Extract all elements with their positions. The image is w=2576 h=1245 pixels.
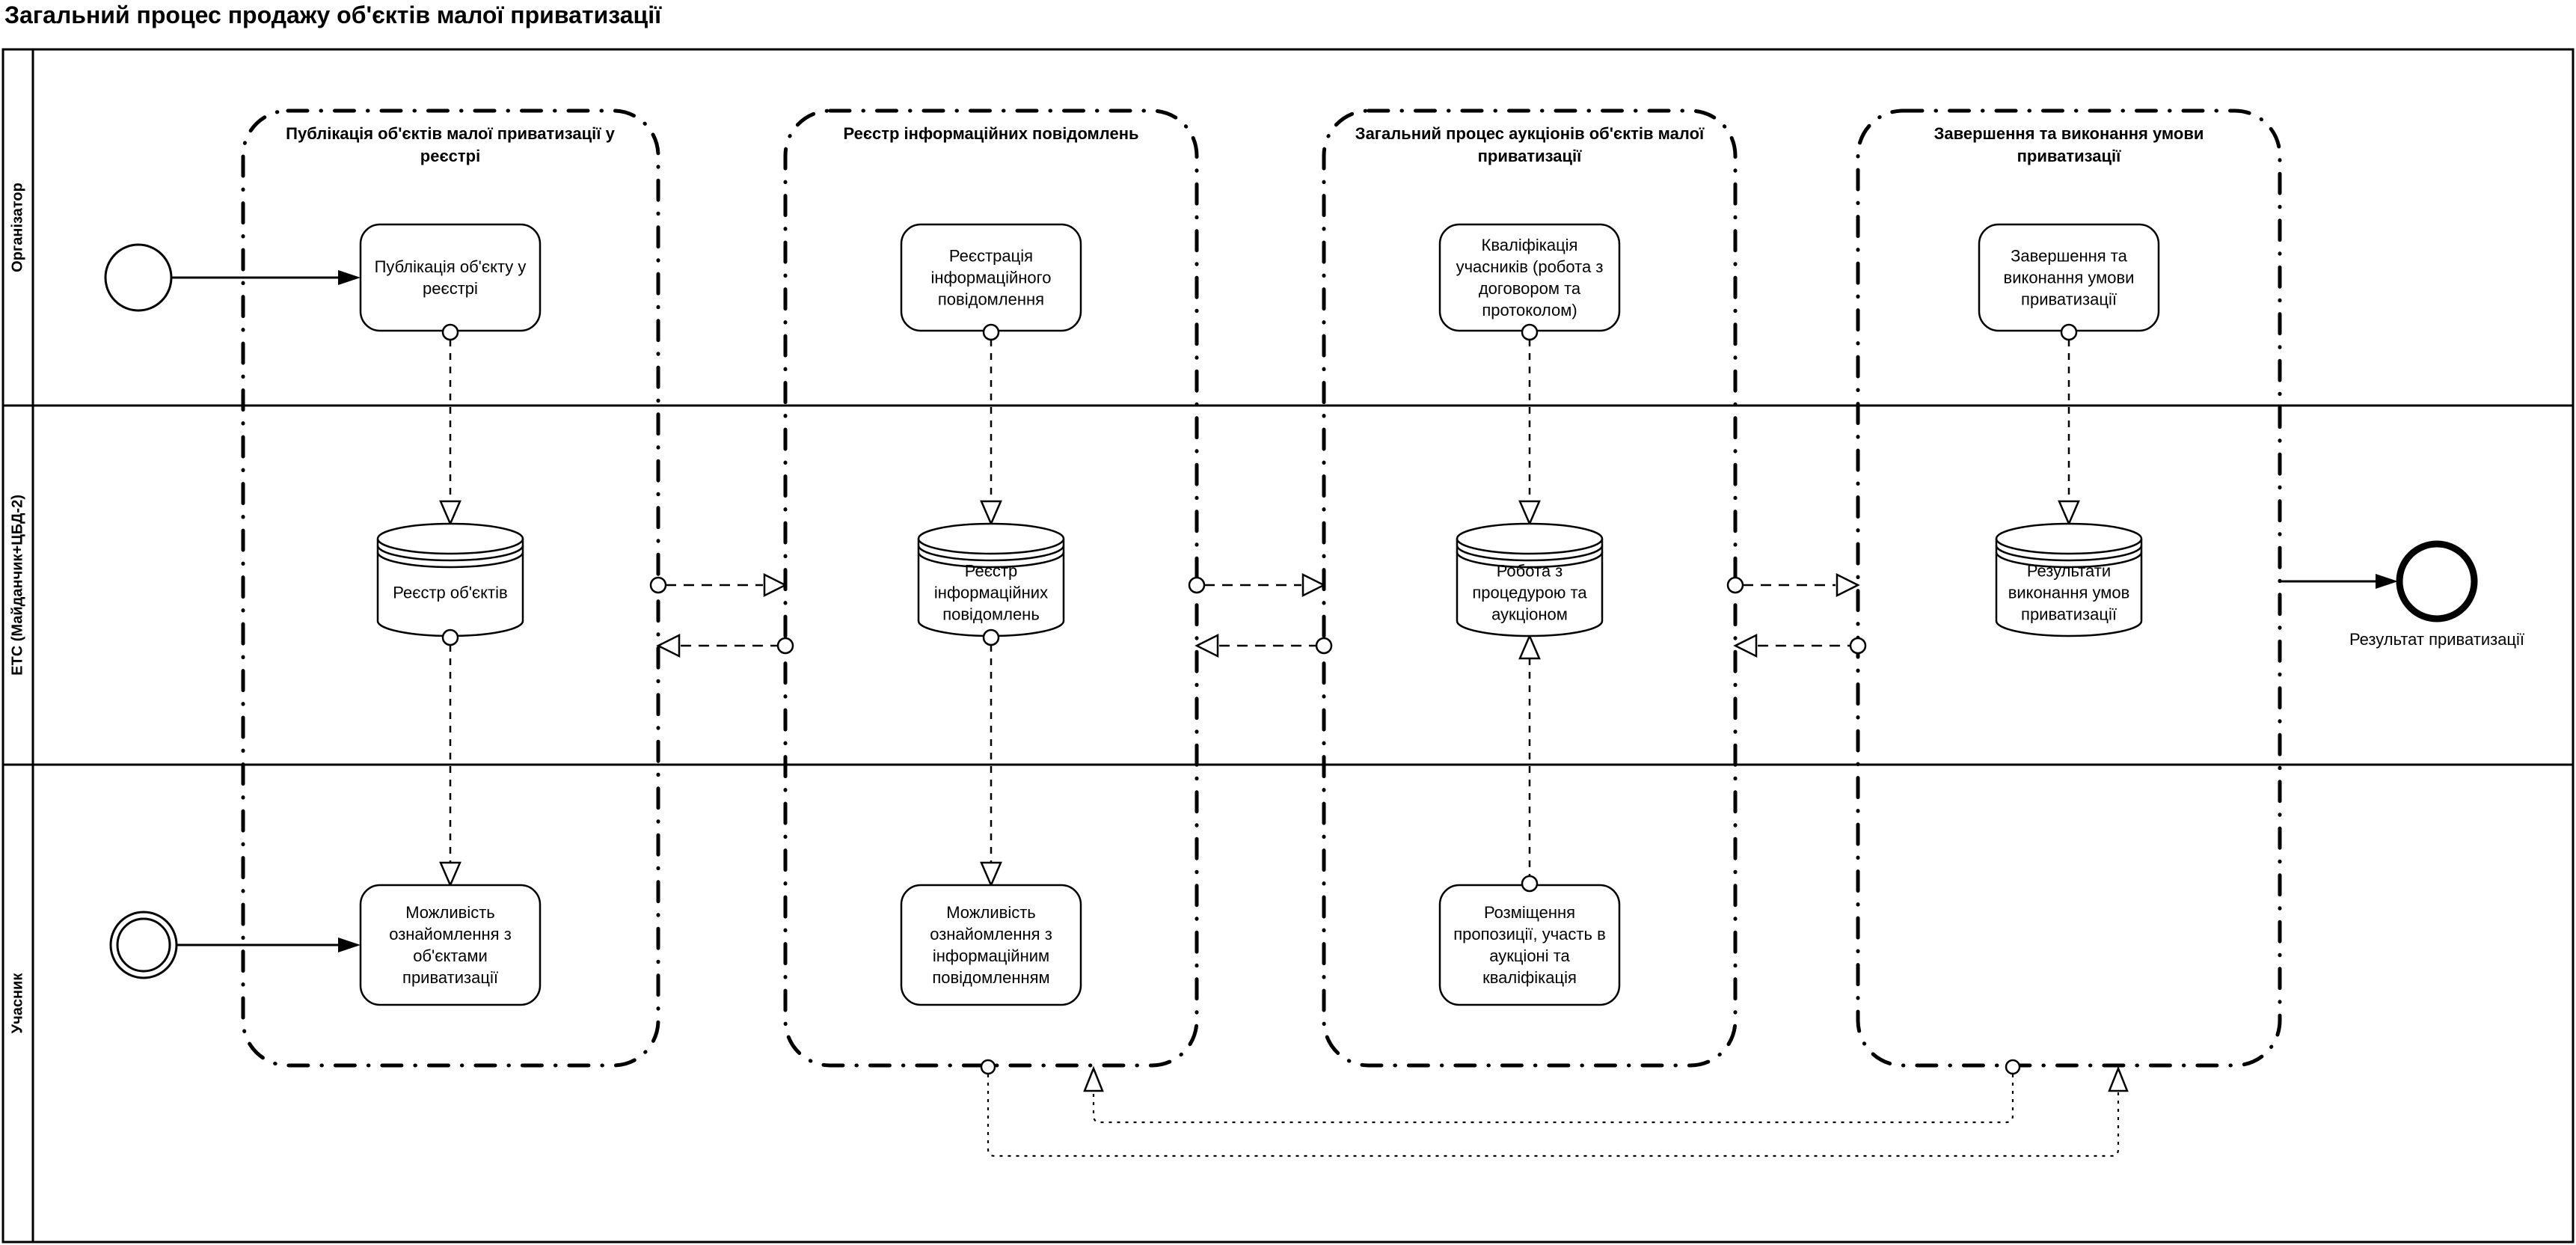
connpoint-task3-bottom <box>1521 323 1539 341</box>
pool-border <box>1 48 2575 1244</box>
task-label-completion: Завершення та виконання умови приватизац… <box>2003 246 2135 309</box>
datastore-objects-registry <box>376 522 524 637</box>
open-arrow-g2-left-upper <box>763 572 788 598</box>
open-arrow-g3-right-lower <box>1733 633 1758 658</box>
datastore-label-info: Реєстр інформаційних повідомлень <box>933 561 1049 624</box>
start-event-organizer <box>104 243 173 312</box>
open-arrow-box1-top <box>439 861 461 888</box>
connpoint-store2-bottom <box>982 628 1000 646</box>
open-arrow-store1-top <box>439 500 461 527</box>
pool-frame <box>1 48 2575 1244</box>
message-flow-g4bottom-to-g2bottom <box>1092 1074 2014 1124</box>
connpoint-g3-left-lower <box>1315 637 1333 655</box>
group-title-completion: Завершення та виконання умови приватизац… <box>1933 124 2204 165</box>
task-label-publish-object: Публікація об'єкту у реєстрі <box>374 257 527 298</box>
datastore-label-objects: Реєстр об'єктів <box>393 583 508 602</box>
connpoint-task1-bottom <box>441 323 459 341</box>
open-arrow-box2-top <box>980 861 1002 888</box>
connpoint-store1-bottom <box>441 628 459 646</box>
group-frame-completion <box>1856 108 2282 1068</box>
connpoint-g3-right-upper <box>1726 576 1744 594</box>
connpoint-g4-bottom <box>2005 1059 2021 1075</box>
end-event-label: Результат приватизації <box>2349 630 2525 649</box>
arrowhead-task1 <box>338 270 361 285</box>
connpoint-g2-bottom <box>980 1059 996 1075</box>
lane-label-participant: Учасник <box>9 973 26 1034</box>
open-arrow-g4-left-upper <box>1836 572 1860 598</box>
open-arrow-g1-right-lower <box>656 633 681 658</box>
open-arrow-g2-bottom <box>1083 1065 1104 1092</box>
lane-label-organizer: Організатор <box>9 183 26 272</box>
open-arrow-store3-top <box>1518 500 1541 527</box>
box-label-view-info: Можливість ознайомлення з інформаційним … <box>930 902 1052 988</box>
lane-label-ets: ЕТС (Майданчик+ЦБД-2) <box>9 495 26 676</box>
datastore-label-procedure: Робота з процедурою та аукціоном <box>1472 561 1587 624</box>
group-title-info-registry: Реєстр інформаційних повідомлень <box>843 124 1139 143</box>
connpoint-task4-bottom <box>2060 323 2078 341</box>
task-label-qualification: Кваліфікація учасників (робота з договор… <box>1456 235 1604 320</box>
open-arrow-store3-bottom <box>1518 633 1541 660</box>
datastore-label-results: Результати виконання умов приватизації <box>2008 561 2130 624</box>
datastore-procedure-auction <box>1456 522 1604 637</box>
datastore-privatization-results <box>1995 522 2143 637</box>
open-arrow-g3-left-upper <box>1301 572 1326 598</box>
group-frame-info-registry <box>783 108 1199 1068</box>
task-label-register-info: Реєстрація інформаційного повідомлення <box>930 246 1052 309</box>
open-arrow-g2-right-lower <box>1195 633 1219 658</box>
connpoint-task2-bottom <box>982 323 1000 341</box>
box-view-objects <box>359 884 542 1006</box>
box-label-place-bid: Розміщення пропозиції, участь в аукціоні… <box>1453 902 1606 988</box>
arrowhead-box1 <box>338 937 361 952</box>
group-title-publication: Публікація об'єктів малої приватизації у… <box>286 124 615 165</box>
arrowhead-end-event <box>2376 574 2398 589</box>
box-view-info-message <box>900 884 1082 1006</box>
group-title-auctions: Загальний процес аукціонів об'єктів мало… <box>1355 124 1705 165</box>
connpoint-g2-left-lower <box>776 637 794 655</box>
box-label-view-objects: Можливість ознайомлення з об'єктами прив… <box>389 902 512 988</box>
datastore-info-messages-registry <box>917 522 1065 637</box>
connpoint-g2-right-upper <box>1188 576 1206 594</box>
message-flow-g2bottom-to-g4bottom <box>987 1074 2120 1157</box>
open-arrow-g4-bottom <box>2108 1065 2129 1092</box>
end-event <box>2396 540 2478 622</box>
open-arrow-store2-top <box>980 500 1002 527</box>
start-event-participant <box>109 911 178 979</box>
group-frame-auctions <box>1322 108 1738 1068</box>
page-title: Загальний процес продажу об'єктів малої … <box>4 1 662 28</box>
open-arrow-store4-top <box>2058 500 2080 527</box>
connpoint-g1-right-upper <box>649 576 667 594</box>
connpoint-box3-top <box>1521 875 1539 893</box>
connpoint-g4-left-lower <box>1849 637 1867 655</box>
